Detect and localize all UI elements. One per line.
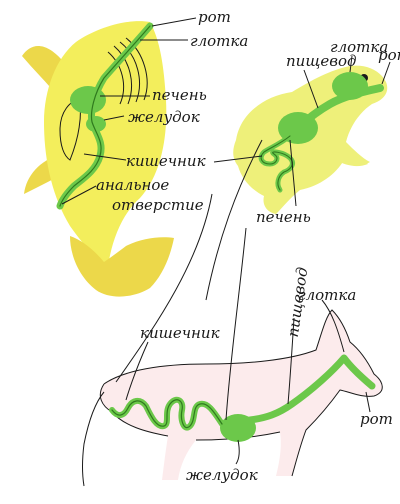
mammal-tail — [82, 391, 105, 487]
leader-mammal-intestine — [125, 341, 149, 401]
label-fish-anus-1: анальное — [96, 176, 169, 194]
leader-mammal-mouth — [365, 391, 371, 413]
frog-leg — [330, 150, 368, 167]
label-fish-mouth: рот — [198, 8, 231, 26]
mammal-digestive-tract — [246, 354, 376, 424]
leader-long-1 — [225, 227, 247, 421]
leader-frog-esophagus — [303, 69, 319, 109]
fish-stomach — [86, 116, 106, 132]
leader-long-2 — [115, 193, 213, 383]
label-fish-pharynx: глотка — [190, 32, 248, 50]
label-frog-mouth: рот — [378, 46, 400, 64]
mammal-stomach — [220, 414, 256, 442]
leader-fish-intestine — [83, 153, 127, 161]
frog-intestine-outline — [260, 135, 293, 191]
label-fish-stomach: желудок — [128, 108, 200, 126]
label-fish-anus-2: отверстие — [112, 196, 204, 214]
leader-fish-anus — [61, 185, 97, 205]
fish-gill-4 — [125, 37, 148, 101]
leader-frog-liver — [289, 139, 297, 207]
label-fish-liver: печень — [152, 86, 207, 104]
fish-liver — [70, 86, 106, 114]
label-frog-pharynx: глотка — [330, 38, 388, 56]
leader-frog-mouth — [381, 61, 391, 85]
label-frog-liver: печень — [256, 208, 311, 226]
fish-gill-1 — [107, 51, 124, 105]
leader-frog-pharynx — [349, 55, 353, 73]
fish-swim-bladder — [59, 99, 81, 161]
leader-mammal-stomach — [235, 439, 240, 465]
fish-body — [44, 21, 167, 267]
mammal-intestine-outline — [111, 399, 223, 429]
mammal — [82, 309, 383, 487]
frog — [233, 65, 388, 214]
frog-pharynx — [332, 72, 368, 100]
fish-tail — [70, 236, 174, 297]
leader-fish-mouth — [151, 17, 197, 27]
label-fish-intestine: кишечник — [126, 152, 206, 170]
leader-long-3 — [205, 139, 263, 301]
leader-mammal-pharynx — [321, 299, 345, 353]
leader-fish-stomach — [103, 115, 125, 121]
leader-mammal-esophagus — [287, 317, 295, 405]
mammal-body — [100, 310, 383, 480]
label-frog-esophagus: пищевод — [286, 52, 356, 70]
label-mammal-intestine: кишечник — [140, 324, 220, 342]
label-mammal-mouth: рот — [360, 410, 393, 428]
leader-lines — [61, 17, 391, 465]
label-mammal-pharynx: глотка — [298, 286, 356, 304]
label-mammal-stomach: желудок — [186, 466, 258, 484]
fish-gill-2 — [113, 45, 132, 105]
fish — [22, 21, 174, 297]
fish-intestine-outline — [59, 25, 151, 207]
